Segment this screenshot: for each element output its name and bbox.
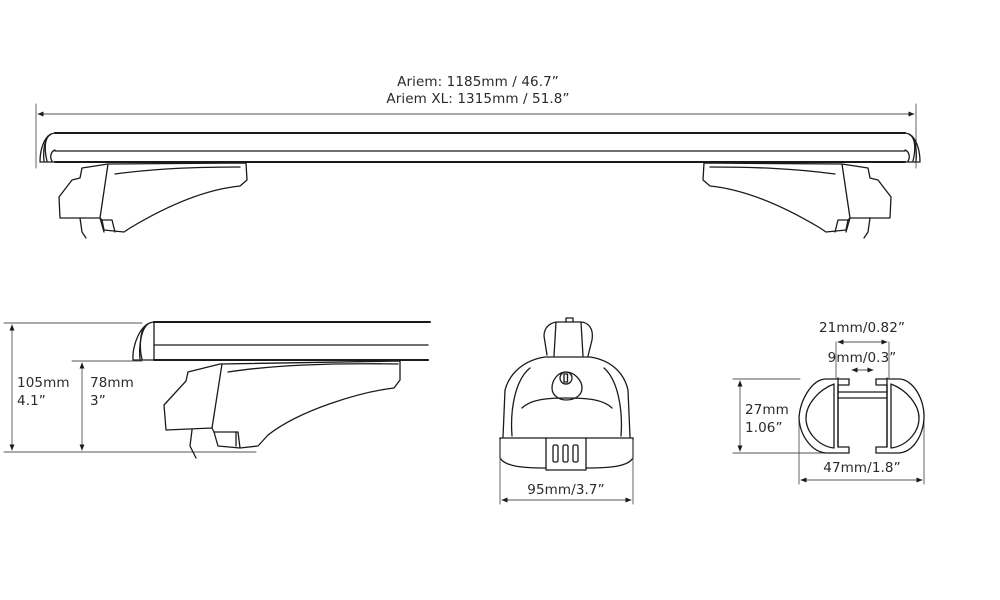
- total-height-in: 4.1”: [17, 393, 46, 409]
- foot-height-mm: 78mm: [90, 375, 134, 391]
- profile-height-mm: 27mm: [745, 402, 789, 418]
- top-dimension-line: [35, 103, 917, 169]
- slot-inner-width-label: 9mm/0.3”: [827, 350, 897, 366]
- foot-height-in: 3”: [90, 393, 106, 409]
- left-foot: [58, 162, 248, 239]
- side-view-foot: [163, 360, 401, 459]
- right-foot: [702, 162, 892, 239]
- profile-height-in: 1.06”: [745, 420, 783, 436]
- crossbar-full: [39, 132, 921, 163]
- side-view-dimensions: [3, 322, 257, 453]
- slot-outer-width-label: 21mm/0.82”: [818, 320, 906, 336]
- length-label-ariem-xl: Ariem XL: 1315mm / 51.8”: [386, 91, 570, 107]
- front-view-dimension: [499, 439, 634, 505]
- length-label-ariem: Ariem: 1185mm / 46.7”: [397, 74, 559, 90]
- profile-dimensions: [732, 339, 925, 485]
- foot-width-label: 95mm/3.7”: [527, 482, 605, 498]
- front-view-foot: [499, 317, 634, 471]
- total-height-mm: 105mm: [17, 375, 70, 391]
- profile-width-label: 47mm/1.8”: [823, 460, 901, 476]
- profile-cross-section: [798, 377, 925, 454]
- side-view-bar: [132, 321, 431, 361]
